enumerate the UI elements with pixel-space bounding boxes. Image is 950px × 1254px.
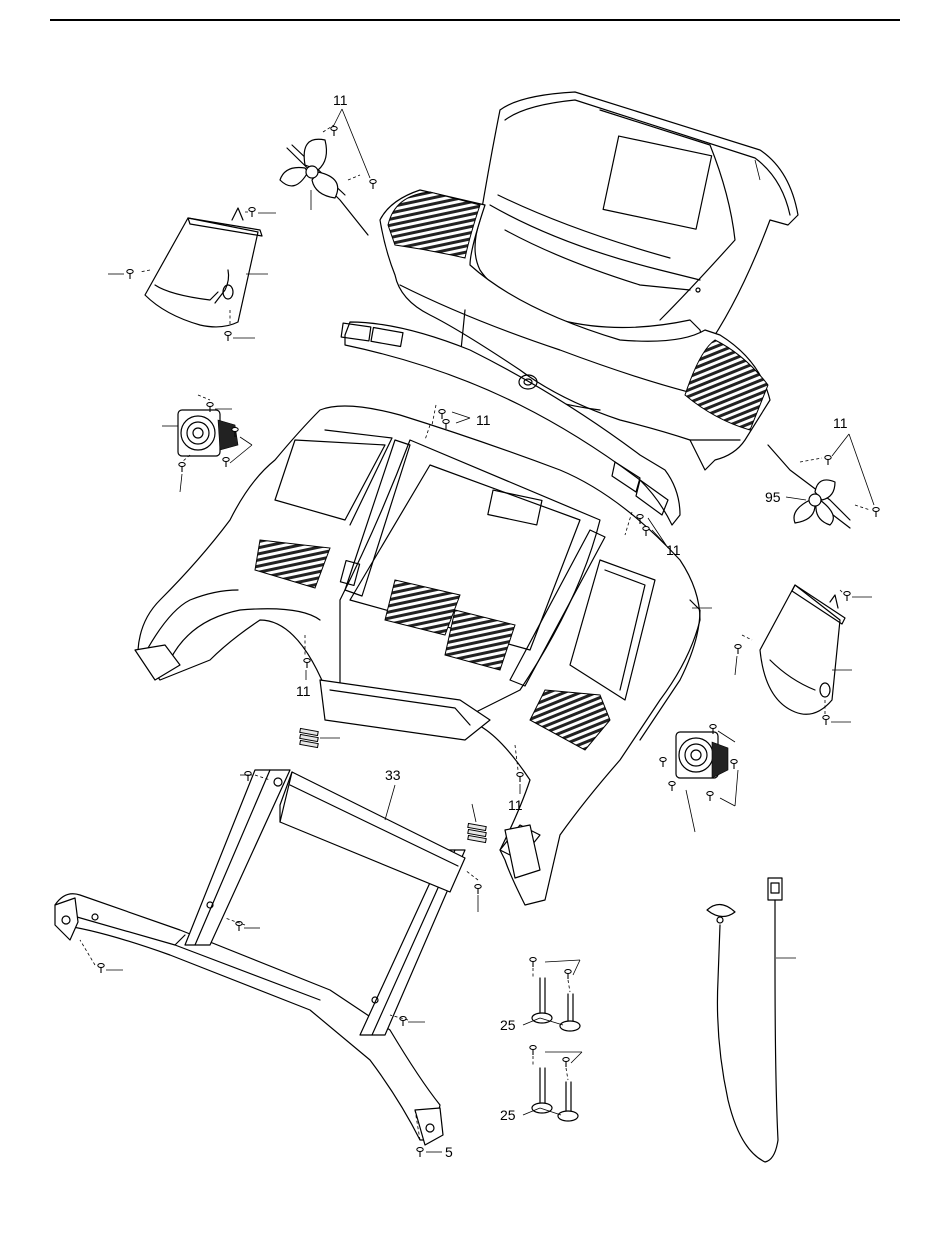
screw-icon	[439, 410, 445, 420]
right-accessory-tray	[742, 585, 845, 715]
clips-upper-callout: 25	[500, 1017, 516, 1033]
clip-set-upper	[530, 958, 580, 1032]
screw-icon	[735, 645, 741, 655]
center-screws-callout: 11	[476, 412, 491, 428]
screw-icon	[825, 456, 831, 466]
console-left-screw-callout: 11	[296, 683, 311, 699]
screw-icon	[179, 463, 185, 473]
screw-icon	[443, 420, 449, 430]
screw-icon	[223, 458, 229, 468]
base-screw-callout: 5	[445, 1144, 453, 1160]
right-fan-screws-callout: 11	[833, 415, 848, 431]
fan-left-callout: 11	[333, 92, 348, 108]
screw-icon	[225, 332, 231, 342]
left-accessory-tray	[140, 208, 262, 327]
screw-icon	[844, 592, 850, 602]
clip-set-lower	[530, 1046, 578, 1122]
speaker-icon	[178, 410, 238, 456]
base-plate	[280, 772, 465, 892]
fan-right-callout: 95	[765, 489, 781, 505]
base-plate-callout: 33	[385, 767, 401, 783]
screw-icon	[249, 208, 255, 218]
screw-icon	[475, 885, 481, 895]
screw-icon	[370, 180, 376, 190]
screw-icon	[304, 659, 310, 669]
safety-key-cable	[707, 878, 782, 1162]
screw-icon	[245, 772, 251, 782]
fan-icon	[768, 445, 870, 528]
console-bottom-screw-callout: 11	[508, 797, 523, 813]
screw-icon	[127, 270, 133, 280]
screw-icon	[669, 782, 675, 792]
screw-icon	[98, 964, 104, 974]
screw-icon	[707, 792, 713, 802]
base-frame	[55, 770, 465, 1145]
screw-icon	[660, 758, 666, 768]
screw-icon	[331, 127, 337, 137]
clips-lower-callout: 25	[500, 1107, 516, 1123]
main-console	[135, 406, 700, 905]
speaker-icon	[676, 732, 728, 778]
screw-icon	[517, 773, 523, 783]
console-right-screws-callout: 11	[666, 542, 681, 558]
screw-icon	[873, 508, 879, 518]
screw-icon	[417, 1148, 423, 1158]
screw-icon	[731, 760, 737, 770]
screw-icon	[823, 716, 829, 726]
